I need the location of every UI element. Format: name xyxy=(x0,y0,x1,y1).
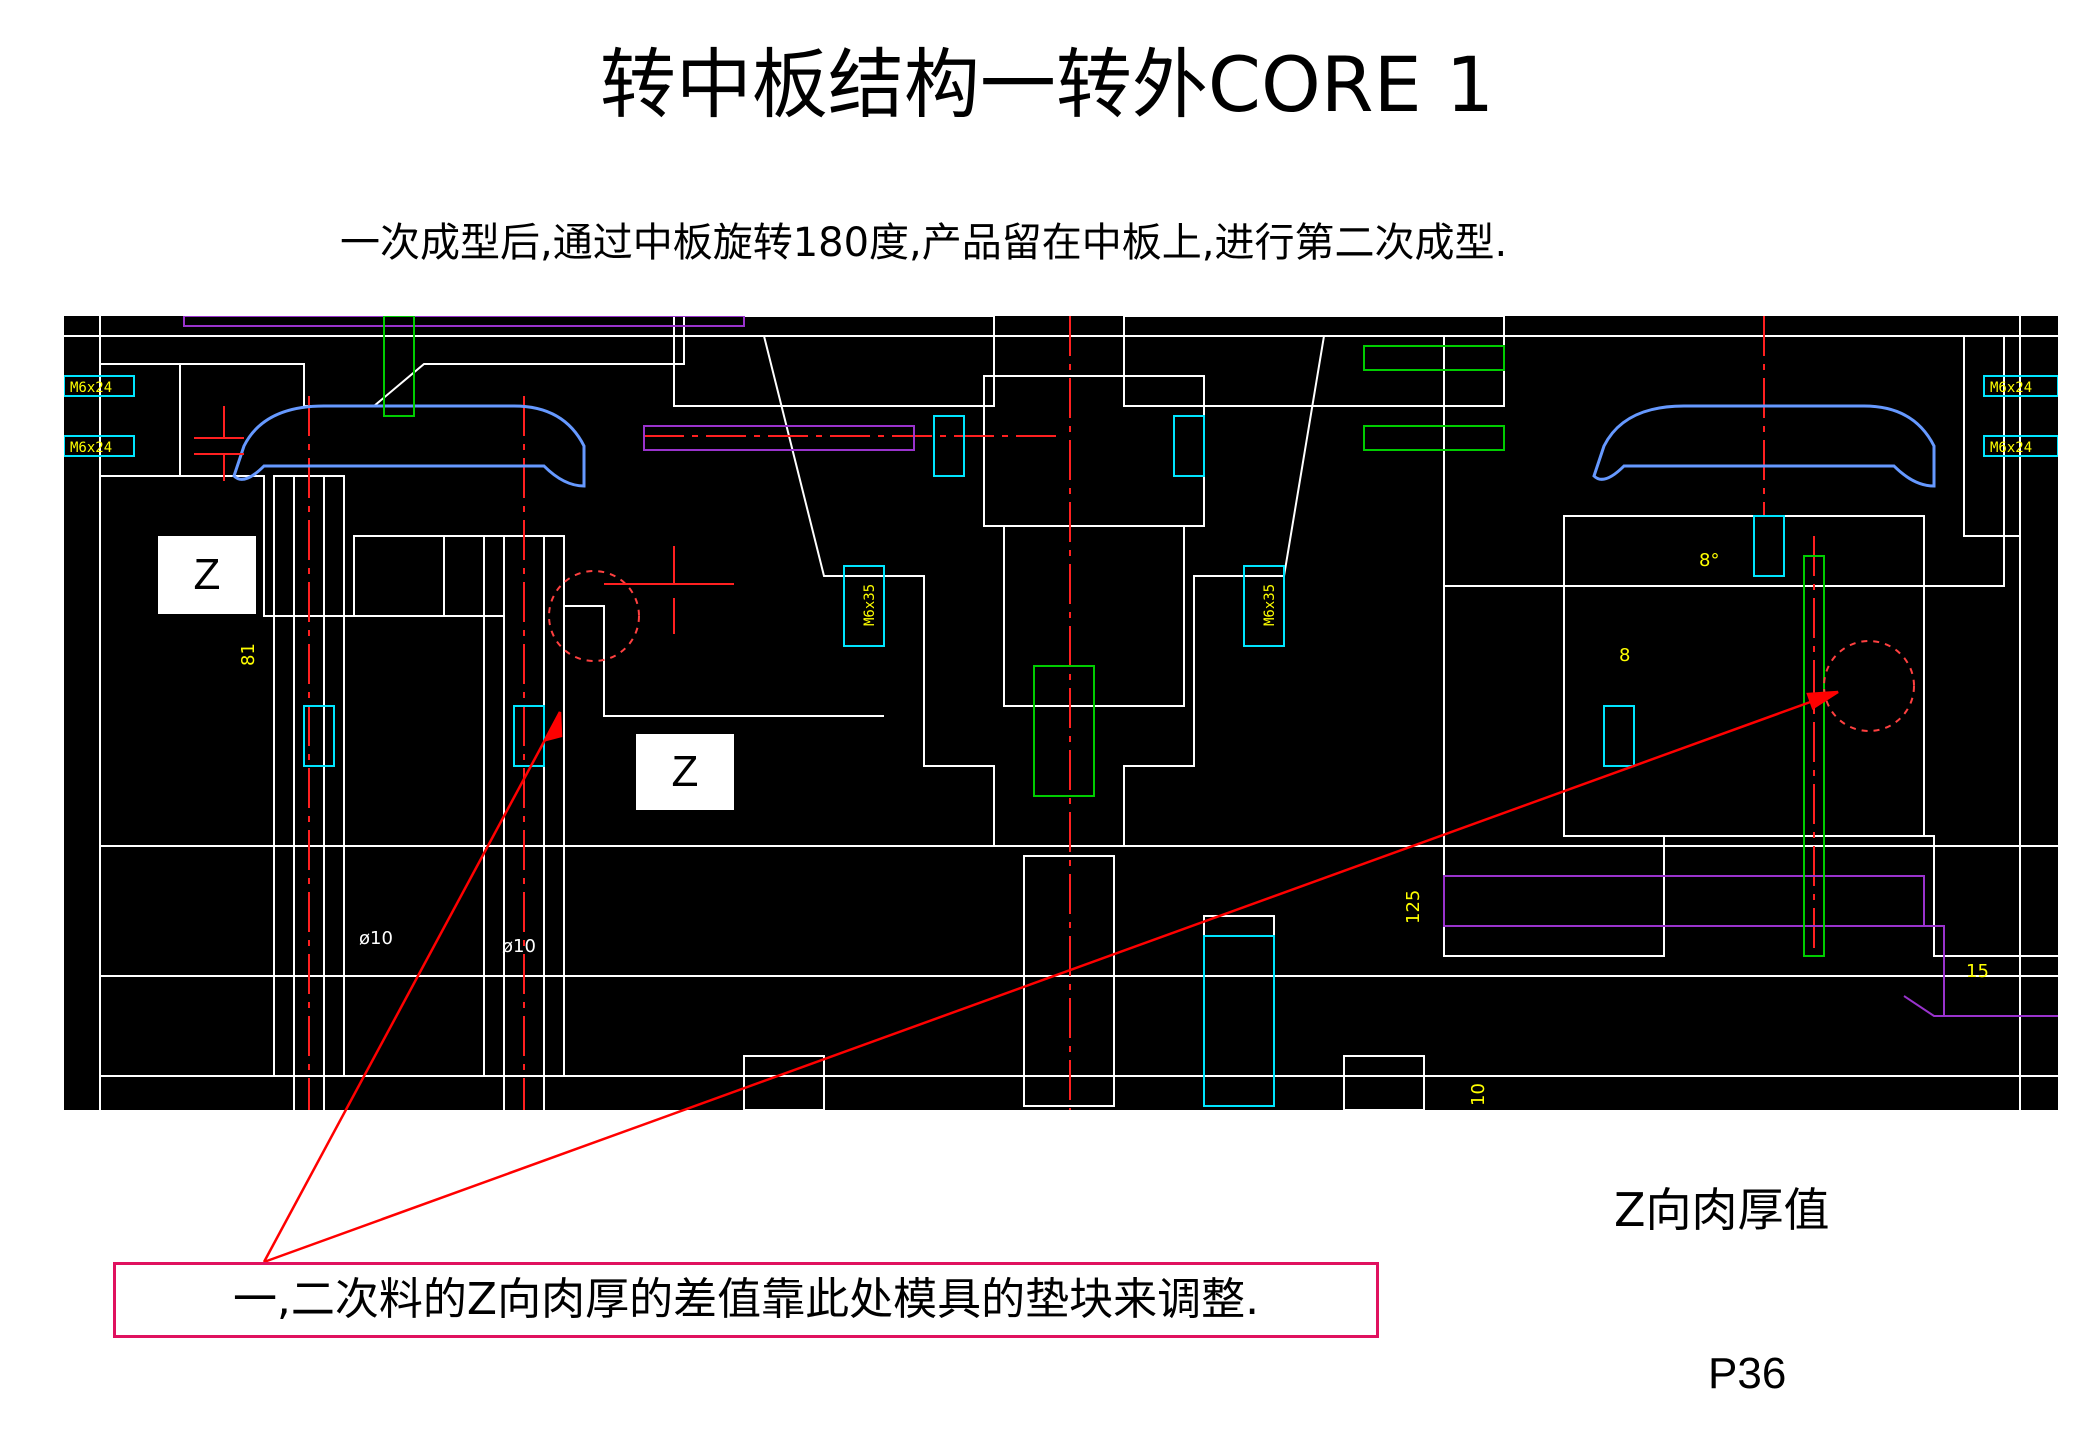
svg-text:M6x24: M6x24 xyxy=(70,380,112,396)
svg-text:M6x35: M6x35 xyxy=(1262,584,1278,626)
svg-text:M6x24: M6x24 xyxy=(1990,440,2032,456)
cad-drawing: M6x24 M6x24 M6x24 M6x24 M6x35 M6x35 8° 8… xyxy=(64,316,2058,1110)
svg-text:M6x35: M6x35 xyxy=(862,584,878,626)
svg-text:M6x24: M6x24 xyxy=(70,440,112,456)
dimension-125: 125 xyxy=(1403,890,1424,924)
dimension-15: 15 xyxy=(1966,961,1989,982)
z-label-left: Z xyxy=(158,536,256,614)
z-label-center: Z xyxy=(636,734,734,810)
small-dimension-8: 8 xyxy=(1619,645,1630,666)
dimension-81: 81 xyxy=(238,643,259,666)
dimension-10: 10 xyxy=(1468,1083,1489,1106)
callout-box: 一,二次料的Z向肉厚的差值靠此处模具的垫块来调整. xyxy=(113,1262,1379,1338)
page-number: P36 xyxy=(1708,1349,1787,1398)
z-thickness-label: Z向肉厚值 xyxy=(1614,1183,1830,1237)
subtitle: 一次成型后,通过中板旋转180度,产品留在中板上,进行第二次成型. xyxy=(340,220,1508,266)
svg-text:M6x24: M6x24 xyxy=(1990,380,2032,396)
mold-cross-section: M6x24 M6x24 M6x24 M6x24 M6x35 M6x35 8° 8… xyxy=(64,316,2058,1110)
phi10-dimension-a: ø10 xyxy=(359,928,393,949)
phi10-dimension-b: ø10 xyxy=(502,936,536,957)
page-title: 转中板结构一转外CORE 1 xyxy=(599,40,1495,129)
angle-dimension: 8° xyxy=(1699,550,1719,571)
